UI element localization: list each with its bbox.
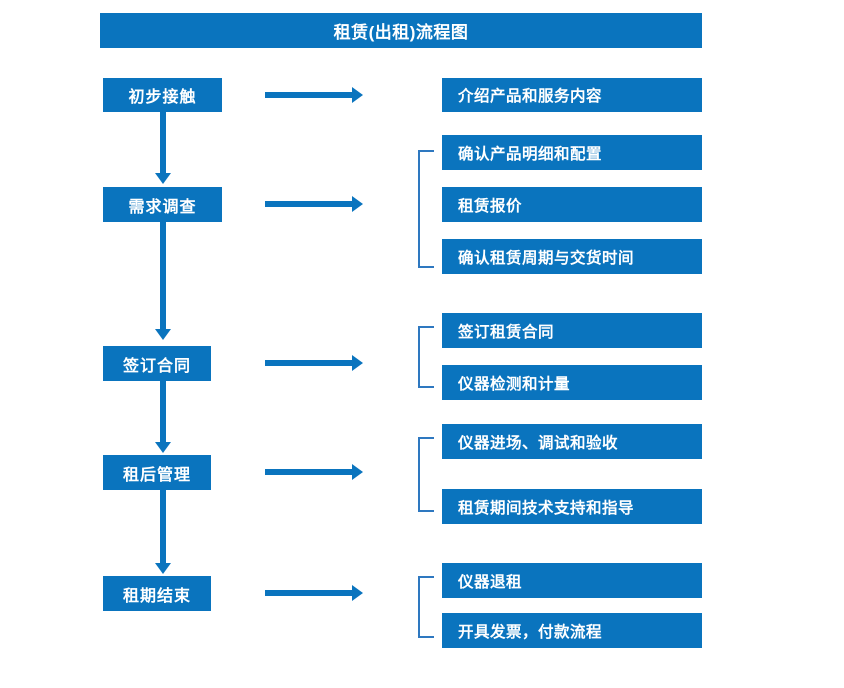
detail-box-sign-rental-contract[interactable]: 签订租赁合同 <box>442 313 702 348</box>
stage-box-rental-end[interactable]: 租期结束 <box>103 576 211 611</box>
stage-box-needs-survey[interactable]: 需求调查 <box>103 187 222 222</box>
arrow-head <box>352 355 363 371</box>
down-arrow-icon <box>155 490 171 574</box>
detail-box-intro-products[interactable]: 介绍产品和服务内容 <box>442 78 702 112</box>
arrow-head <box>352 196 363 212</box>
right-arrow-icon <box>265 464 363 480</box>
detail-box-instrument-inspection[interactable]: 仪器检测和计量 <box>442 365 702 400</box>
stage-box-post-rental-management[interactable]: 租后管理 <box>103 455 211 490</box>
group-bracket-icon <box>418 150 434 268</box>
right-arrow-icon <box>265 196 363 212</box>
arrow-shaft <box>265 590 353 596</box>
detail-box-confirm-period-delivery[interactable]: 确认租赁周期与交货时间 <box>442 239 702 274</box>
arrow-head <box>155 329 171 340</box>
group-bracket-icon <box>418 576 434 638</box>
group-bracket-icon <box>418 326 434 388</box>
arrow-shaft <box>265 469 353 475</box>
arrow-head <box>352 87 363 103</box>
page-title: 租赁(出租)流程图 <box>100 13 702 48</box>
arrow-head <box>352 464 363 480</box>
detail-box-invoice-payment[interactable]: 开具发票，付款流程 <box>442 613 702 648</box>
arrow-shaft <box>160 490 166 563</box>
arrow-shaft <box>160 381 166 442</box>
arrow-shaft <box>160 112 166 173</box>
detail-box-instrument-return[interactable]: 仪器退租 <box>442 563 702 598</box>
right-arrow-icon <box>265 87 363 103</box>
arrow-head <box>155 563 171 574</box>
stage-box-initial-contact[interactable]: 初步接触 <box>103 78 222 112</box>
arrow-shaft <box>265 201 353 207</box>
detail-box-technical-support[interactable]: 租赁期间技术支持和指导 <box>442 489 702 524</box>
down-arrow-icon <box>155 112 171 184</box>
down-arrow-icon <box>155 222 171 340</box>
arrow-shaft <box>265 92 353 98</box>
detail-box-confirm-product-spec[interactable]: 确认产品明细和配置 <box>442 135 702 170</box>
arrow-shaft <box>160 222 166 329</box>
arrow-shaft <box>265 360 353 366</box>
arrow-head <box>352 585 363 601</box>
down-arrow-icon <box>155 381 171 453</box>
arrow-head <box>155 442 171 453</box>
stage-box-sign-contract[interactable]: 签订合同 <box>103 346 211 381</box>
arrow-head <box>155 173 171 184</box>
detail-box-rental-quote[interactable]: 租赁报价 <box>442 187 702 222</box>
group-bracket-icon <box>418 437 434 512</box>
right-arrow-icon <box>265 585 363 601</box>
right-arrow-icon <box>265 355 363 371</box>
detail-box-instrument-entry-commissioning[interactable]: 仪器进场、调试和验收 <box>442 424 702 459</box>
